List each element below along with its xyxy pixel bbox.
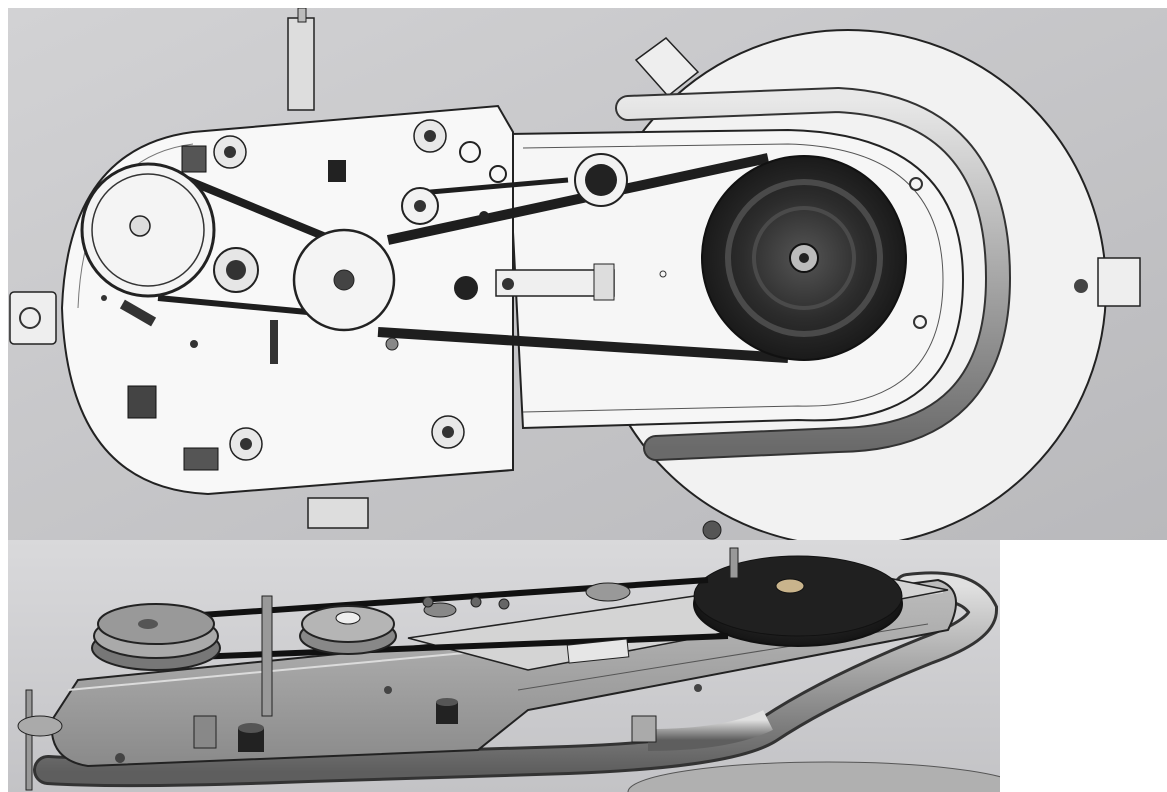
screw — [115, 753, 125, 763]
arm-screw — [909, 177, 923, 191]
middle-pulley-hub — [335, 611, 361, 625]
drive-disk-axle — [799, 253, 809, 263]
screw — [101, 295, 107, 301]
left-clamp — [17, 715, 63, 737]
top-mount-block — [634, 37, 700, 98]
left-pulley-hub — [138, 619, 158, 629]
screw — [470, 596, 482, 608]
perspective-view-panel — [8, 540, 1000, 792]
corner-bolt-center — [442, 426, 454, 438]
bracket — [631, 715, 657, 743]
screw — [384, 686, 392, 694]
screw — [190, 340, 198, 348]
corner-bolt-center — [224, 146, 236, 158]
left-clamp — [9, 291, 57, 345]
drive-belt-lower — [377, 327, 789, 363]
bottom-shaft — [307, 497, 369, 529]
corner-bolt-center — [240, 438, 252, 450]
drive-belt-upper — [386, 153, 770, 245]
arm-screw — [913, 315, 927, 329]
drive-disk-groove — [725, 179, 883, 337]
drive-belt-lower — [167, 633, 729, 661]
top-shaft — [287, 17, 315, 111]
upright-shaft — [729, 547, 739, 579]
slider-rail — [566, 638, 630, 664]
drive-disk-groove — [752, 206, 856, 310]
left-pulley-hub — [129, 215, 151, 237]
bearing-center — [226, 260, 246, 280]
black-knob-top — [436, 698, 458, 706]
screw — [385, 337, 399, 351]
left-post — [25, 689, 33, 791]
pivot — [479, 211, 489, 221]
right-mount-block — [1097, 257, 1141, 307]
slider-knob — [502, 278, 514, 290]
knob — [454, 276, 478, 300]
bracket — [193, 715, 217, 749]
clamp-screw — [19, 307, 41, 329]
connector-block — [181, 145, 207, 173]
perspective-view-drawing — [8, 540, 1000, 792]
idler-pulley — [423, 602, 457, 618]
top-shaft-tip — [297, 8, 307, 23]
guard-tube-return — [647, 710, 773, 751]
drive-disk-top — [693, 555, 903, 637]
switch-block — [127, 385, 157, 419]
screw — [422, 596, 434, 608]
black-knob-top — [238, 723, 264, 733]
spring-coil — [459, 141, 481, 163]
guard-tube — [617, 88, 1010, 459]
slider-stop — [593, 263, 615, 301]
tension-belt — [407, 177, 569, 197]
black-knob — [436, 702, 458, 724]
base-bolt — [1074, 279, 1088, 293]
screw — [498, 598, 510, 610]
middle-pulley-hub — [333, 269, 355, 291]
spring — [119, 299, 157, 327]
top-view-drawing — [8, 8, 1167, 540]
tension-pulley — [585, 582, 631, 602]
connector-block — [183, 447, 219, 471]
left-pulley-rim — [91, 173, 205, 287]
sensor-block — [328, 160, 346, 182]
spring-coil — [489, 165, 507, 183]
bottom-nut — [702, 520, 722, 540]
base-plate-edge — [627, 761, 1000, 792]
belt-segment — [157, 295, 319, 316]
upright-shaft — [261, 595, 273, 717]
lever — [270, 320, 278, 364]
drive-disk-hub — [775, 578, 805, 594]
screw — [694, 684, 702, 692]
corner-bolt-center — [424, 130, 436, 142]
tension-pulley-hub — [585, 164, 617, 196]
top-view-panel — [8, 8, 1167, 540]
arm-hole — [659, 270, 667, 278]
arm-plate-inner-edge — [522, 143, 944, 413]
idler-pulley-hub — [414, 200, 426, 212]
